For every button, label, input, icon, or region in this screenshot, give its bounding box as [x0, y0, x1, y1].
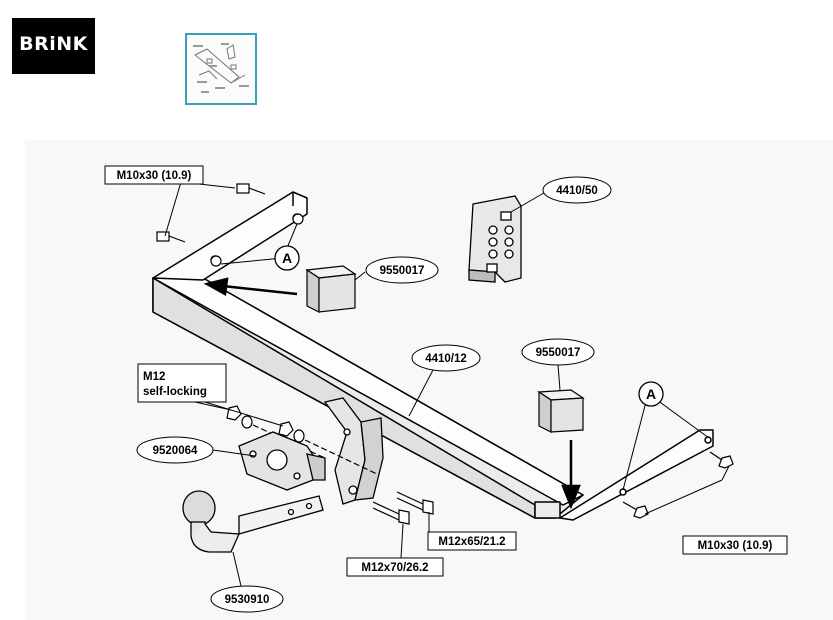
brand-logo-text: BRiNK — [19, 33, 88, 55]
diagram-canvas: M10x30 (10.9) 4410/50 9550017 4410/12 95… — [104, 165, 788, 613]
label-crossbar: 4410/12 — [411, 344, 481, 372]
diagram-thumbnail[interactable] — [185, 33, 257, 105]
leader-lines — [164, 181, 730, 587]
thumbnail-drawing — [187, 35, 255, 103]
marker-a-left-text: A — [282, 250, 292, 266]
crossbar-beam — [152, 277, 584, 519]
label-nut-type-line1: M12 — [143, 371, 165, 383]
label-bolt-bottom-right: M10x30 (10.9) — [682, 535, 788, 555]
self-locking-nuts — [226, 405, 378, 475]
label-crossbar-text: 4410/12 — [425, 353, 467, 365]
label-block-left-text: 9550017 — [380, 265, 425, 277]
label-ball-neck: 9530910 — [210, 585, 284, 613]
spacer-block-left — [305, 265, 357, 313]
label-socket-plate: 9520064 — [136, 436, 214, 464]
arrow-right — [561, 440, 581, 510]
label-ball-neck-text: 9530910 — [225, 594, 270, 606]
label-nut-type: M12 self-locking — [137, 363, 227, 403]
mounting-bracket — [323, 397, 384, 505]
bolts-m12 — [372, 491, 434, 525]
label-block-right: 9550017 — [521, 338, 595, 366]
bolts-right — [622, 451, 734, 519]
label-block-right-text: 9550017 — [536, 347, 581, 359]
marker-a-right: A — [638, 381, 664, 407]
label-bolt-top-left-text: M10x30 (10.9) — [117, 170, 192, 182]
ball-neck — [182, 490, 324, 553]
brand-logo: BRiNK — [12, 18, 95, 74]
marker-a-right-text: A — [646, 386, 656, 402]
spacer-block-right — [537, 389, 585, 433]
label-nut-type-line2: self-locking — [143, 386, 207, 398]
socket-plate — [238, 431, 326, 491]
bolts-top-left — [156, 183, 304, 267]
label-block-left: 9550017 — [365, 256, 439, 284]
label-bolt-long: M12x70/26.2 — [346, 557, 444, 577]
mounting-plate — [468, 195, 522, 283]
label-plate-part: 4410/50 — [542, 176, 612, 204]
arrow-left — [203, 277, 298, 296]
label-socket-plate-text: 9520064 — [153, 445, 198, 457]
label-bolt-bottom-right-text: M10x30 (10.9) — [698, 540, 773, 552]
label-bolt-top-left: M10x30 (10.9) — [104, 165, 204, 185]
label-bolt-short-text: M12x65/21.2 — [438, 536, 505, 548]
label-plate-part-text: 4410/50 — [556, 185, 598, 197]
right-side-arm — [559, 429, 714, 521]
label-bolt-long-text: M12x70/26.2 — [361, 562, 428, 574]
towbar-exploded-diagram: M10x30 (10.9) 4410/50 9550017 4410/12 95… — [25, 140, 833, 620]
marker-a-left: A — [274, 245, 300, 271]
label-bolt-short: M12x65/21.2 — [427, 531, 517, 551]
